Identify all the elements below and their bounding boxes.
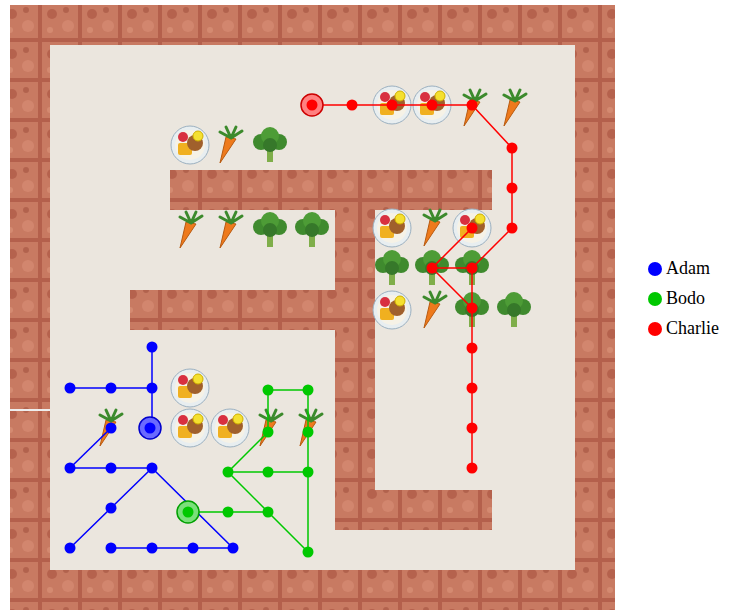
floor xyxy=(50,45,575,570)
charlie-dots xyxy=(301,94,518,474)
legend-entry: Charlie xyxy=(648,318,719,339)
legend-label: Adam xyxy=(666,258,710,279)
adam-dots xyxy=(65,342,239,554)
food-items xyxy=(100,86,531,447)
legend-entry: Adam xyxy=(648,258,710,279)
inner-walls xyxy=(130,170,492,530)
outer-wall xyxy=(10,5,615,610)
legend-swatch xyxy=(648,292,662,306)
charlie-path xyxy=(312,105,512,468)
bodo-path xyxy=(188,390,308,552)
legend-entry: Bodo xyxy=(648,288,705,309)
legend-swatch xyxy=(648,322,662,336)
adam-path xyxy=(70,347,233,548)
bodo-dots xyxy=(177,385,314,558)
legend-label: Charlie xyxy=(666,318,719,339)
legend-swatch xyxy=(648,262,662,276)
legend-label: Bodo xyxy=(666,288,705,309)
